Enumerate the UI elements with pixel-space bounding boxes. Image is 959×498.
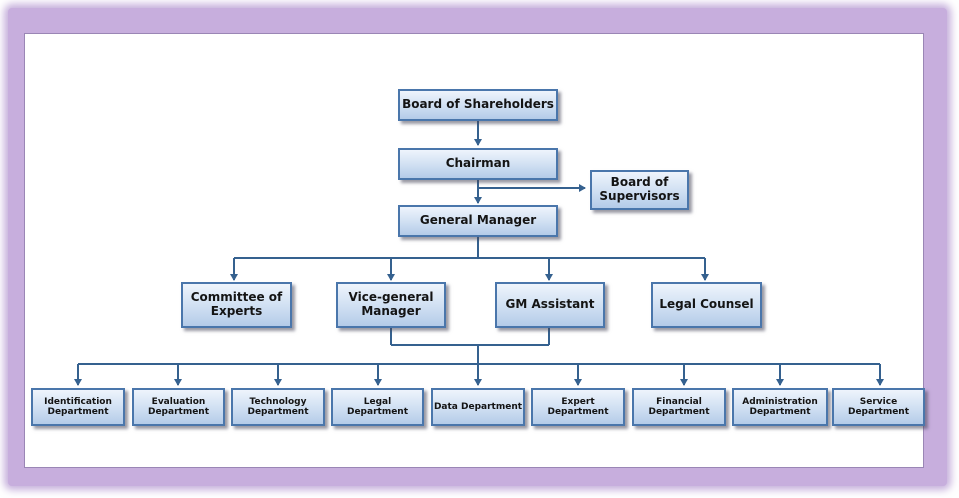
gm-assistant-box: GM Assistant (495, 282, 605, 328)
dept-evaluation-box: Evaluation Department (132, 388, 225, 426)
vice-general-manager-box: Vice-general Manager (336, 282, 446, 328)
dept-expert-box: Expert Department (531, 388, 625, 426)
dept-financial-box: Financial Department (632, 388, 726, 426)
dept-administration-box: Administration Department (732, 388, 828, 426)
dept-data-box: Data Department (431, 388, 525, 426)
dept-legal-box: Legal Department (331, 388, 424, 426)
committee-of-experts-box: Committee of Experts (181, 282, 292, 328)
legal-counsel-box: Legal Counsel (651, 282, 762, 328)
dept-identification-box: Identification Department (31, 388, 125, 426)
board-of-shareholders-box: Board of Shareholders (398, 89, 558, 121)
chairman-box: Chairman (398, 148, 558, 180)
board-of-supervisors-box: Board of Supervisors (590, 170, 689, 210)
dept-service-box: Service Department (832, 388, 925, 426)
general-manager-box: General Manager (398, 205, 558, 237)
dept-technology-box: Technology Department (231, 388, 325, 426)
